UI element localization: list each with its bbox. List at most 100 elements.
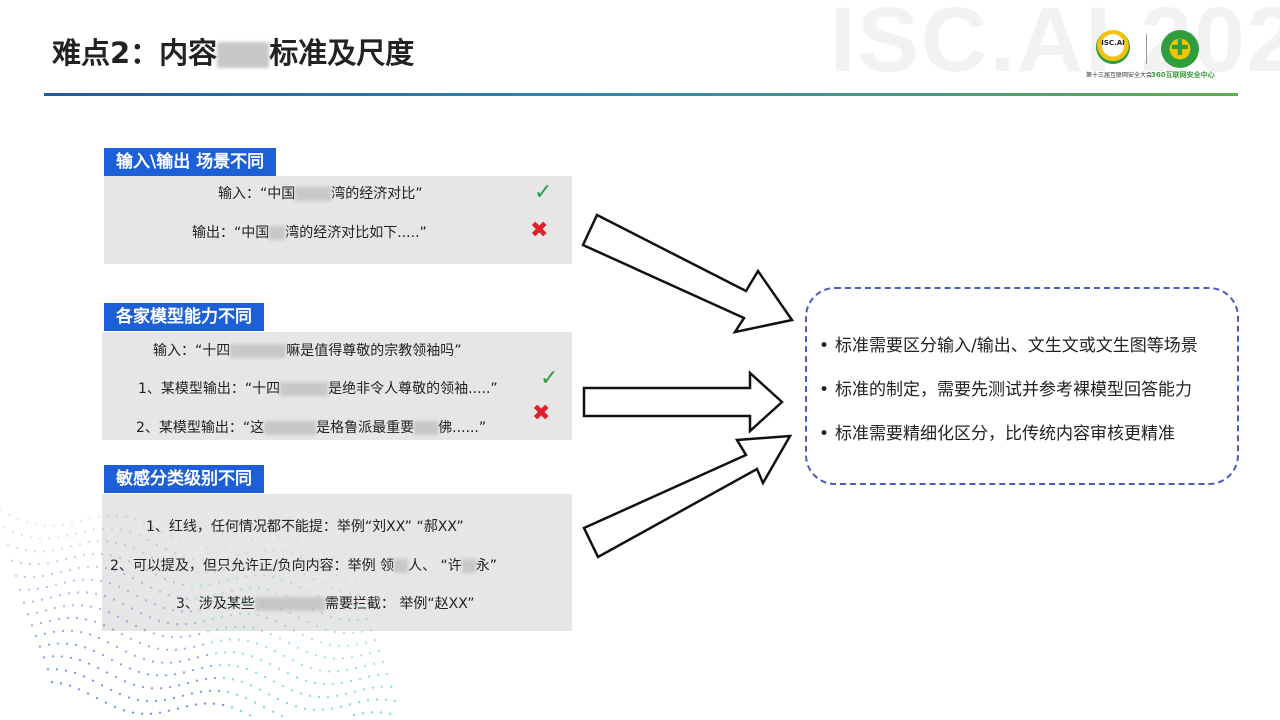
decor-dot: [74, 643, 78, 647]
decor-dot: [118, 556, 122, 560]
decor-dot: [31, 600, 35, 603]
decor-dot: [124, 650, 128, 653]
decor-dot: [249, 562, 253, 565]
decor-dot: [348, 703, 352, 706]
decor-dot: [166, 621, 170, 625]
check-icon: ✓: [540, 366, 559, 391]
decor-dot: [180, 610, 184, 613]
decor-dot: [379, 711, 383, 714]
decor-dot: [281, 684, 285, 688]
decor-dot: [273, 650, 277, 653]
decor-dot: [291, 659, 295, 662]
decor-dot: [262, 574, 266, 577]
redacted-block: [394, 559, 409, 573]
decor-dot: [138, 641, 142, 645]
decor-dot: [169, 661, 173, 664]
decor-dot: [240, 564, 244, 567]
decor-dot: [307, 590, 311, 594]
decor-dot: [66, 616, 70, 620]
decor-dot: [271, 710, 275, 713]
decor-dot: [323, 656, 327, 659]
decor-dot: [299, 556, 303, 559]
decor-dot: [384, 698, 388, 701]
decor-dot: [219, 639, 223, 642]
decor-dot: [251, 627, 255, 630]
decor-dot: [255, 642, 259, 645]
decor-dot: [241, 540, 245, 544]
decor-dot: [317, 695, 321, 699]
decor-dot: [224, 626, 228, 629]
bullet-icon: •: [819, 380, 830, 400]
decor-dot: [353, 690, 357, 693]
decor-dot: [170, 635, 174, 639]
io-output-b: 湾的经济对比如下.....”: [285, 225, 427, 241]
decor-dot: [152, 632, 156, 635]
decor-dot: [115, 645, 119, 649]
decor-dot: [327, 670, 331, 673]
decor-dot: [232, 543, 236, 546]
decor-dot: [24, 549, 28, 552]
dotted-wave-decoration: [0, 508, 397, 718]
decor-dot: [175, 623, 179, 626]
decor-dot: [167, 709, 171, 712]
decor-dot: [239, 588, 243, 591]
decor-dot: [145, 568, 149, 572]
decor-dot: [186, 681, 190, 685]
decor-dot: [150, 556, 154, 559]
decor-dot: [254, 671, 258, 674]
decor-dot: [369, 628, 373, 632]
decor-dot: [20, 533, 24, 537]
decor-dot: [109, 688, 113, 692]
decor-dot: [60, 655, 64, 658]
decor-dot: [254, 549, 258, 553]
decor-dot: [212, 702, 216, 705]
decor-dot: [95, 696, 99, 700]
redacted-block: [254, 597, 325, 611]
decor-dot: [345, 668, 349, 672]
decor-dot: [108, 582, 112, 585]
decor-dot: [164, 674, 168, 677]
decor-dot: [140, 712, 144, 716]
decor-dot: [248, 587, 252, 590]
decor-dot: [375, 698, 379, 701]
decor-dot: [354, 667, 358, 670]
decor-dot: [106, 514, 110, 517]
decor-dot: [101, 653, 105, 657]
sensitive-3a: 3、涉及某些: [176, 596, 255, 612]
decor-dot: [227, 664, 231, 667]
decor-dot: [112, 598, 116, 601]
decor-dot: [174, 648, 178, 651]
decor-dot: [244, 697, 248, 700]
decor-dot: [289, 581, 293, 585]
decor-dot: [164, 547, 168, 551]
summary-point-2-text: 标准的制定，需要先测试并参考裸模型回答能力: [835, 380, 1192, 400]
decor-dot: [151, 660, 155, 663]
decor-dot: [62, 605, 66, 608]
decor-dot: [218, 664, 222, 667]
decor-dot: [352, 606, 356, 609]
decor-dot: [97, 636, 101, 640]
section-tag-io: 输入\输出 场景不同: [104, 148, 277, 176]
decor-dot: [286, 537, 290, 540]
decor-dot: [258, 688, 262, 691]
decor-dot: [308, 560, 312, 563]
decor-dot: [277, 536, 281, 539]
decor-dot: [367, 675, 371, 678]
decor-dot: [305, 650, 309, 654]
decor-dot: [53, 606, 57, 610]
decor-dot: [231, 678, 235, 681]
decor-dot: [67, 592, 71, 595]
decor-dot: [49, 596, 53, 599]
decor-dot: [119, 663, 123, 666]
decor-dot: [329, 615, 333, 619]
model-input-b: 嘛是值得尊敬的宗教领袖吗”: [286, 343, 462, 359]
decor-dot: [141, 685, 145, 689]
decor-dot: [129, 637, 133, 640]
decor-dot: [340, 681, 344, 685]
decor-dot: [186, 570, 190, 574]
decor-dot: [221, 703, 225, 707]
decor-dot: [154, 699, 158, 703]
decor-dot: [288, 611, 292, 615]
decor-dot: [168, 564, 172, 568]
